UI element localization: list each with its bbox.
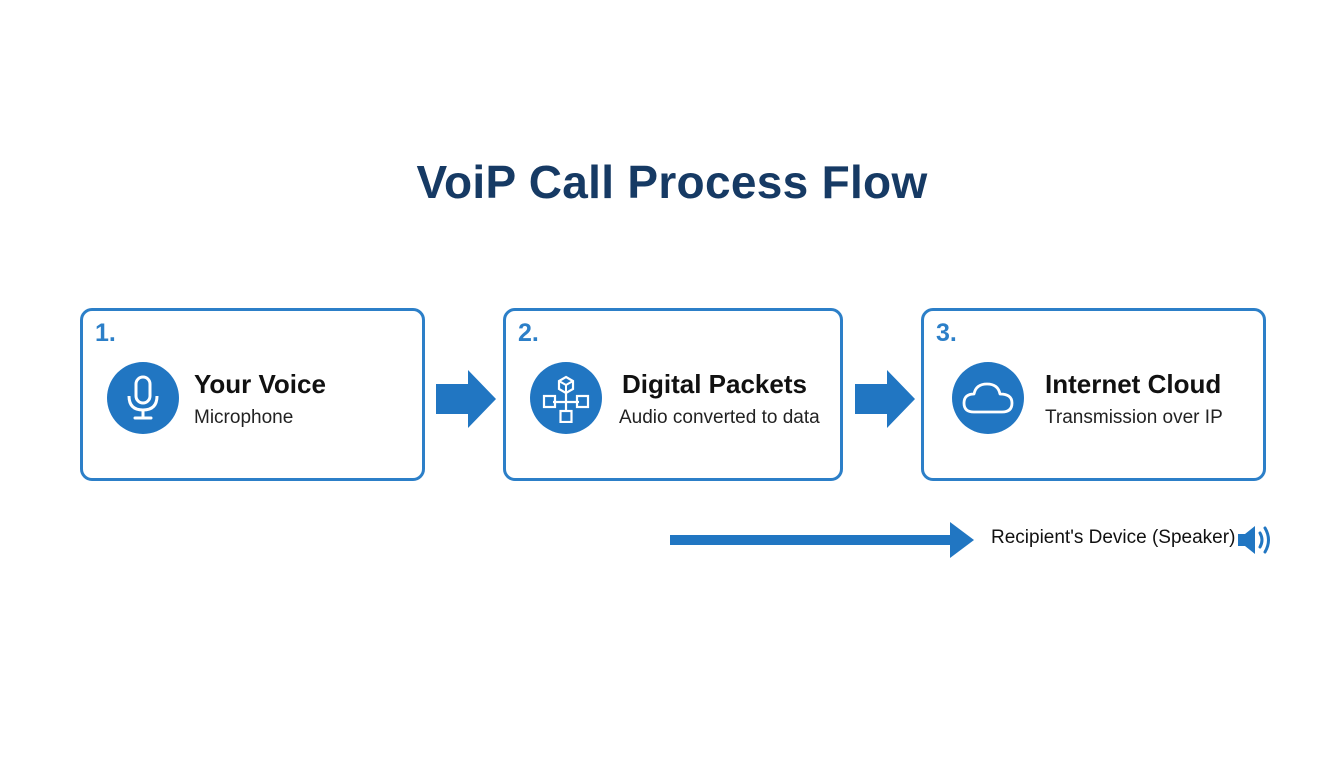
step-label: Internet Cloud	[1045, 369, 1222, 399]
arrow-right-icon	[436, 370, 496, 428]
step-number: 3.	[936, 319, 957, 347]
step-label: Digital Packets	[622, 369, 807, 399]
step-description: Audio converted to data	[619, 407, 820, 428]
step-card-digital-packets: 2. Digital Packets Audio converted to da…	[503, 308, 843, 481]
step-card-internet-cloud: 3. Internet Cloud Transmission over IP	[921, 308, 1266, 481]
network-nodes-icon	[530, 362, 602, 434]
diagram-title: VoiP Call Process Flow	[416, 156, 928, 208]
speaker-icon	[1238, 526, 1270, 554]
recipient-device-label: Recipient's Device (Speaker)	[991, 527, 1236, 548]
step-card-your-voice: 1. Your Voice Microphone	[80, 308, 425, 481]
long-arrow-right-icon	[670, 522, 974, 558]
step-description: Transmission over IP	[1045, 407, 1223, 428]
microphone-icon	[107, 362, 179, 434]
step-number: 1.	[95, 319, 116, 347]
step-label: Your Voice	[194, 369, 326, 399]
step-description: Microphone	[194, 407, 294, 428]
cloud-icon	[952, 362, 1024, 434]
arrow-right-icon	[855, 370, 915, 428]
step-number: 2.	[518, 319, 539, 347]
